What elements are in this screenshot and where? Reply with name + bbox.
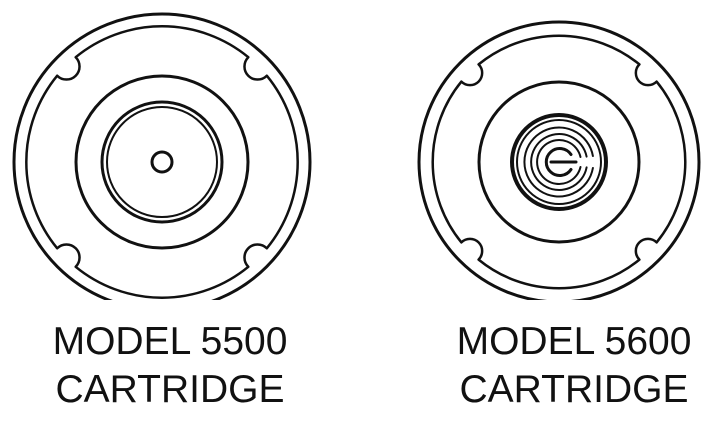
cartridge-5500-type-label: CARTRIDGE: [55, 368, 285, 411]
cartridge-5600-spiral-groove-3: [536, 139, 582, 185]
cartridge-5500-hub-ring: [74, 74, 250, 250]
cartridge-5500-caption: MODEL 5500 CARTRIDGE: [20, 318, 320, 414]
cartridge-5600-hub-ring: [477, 80, 641, 244]
cartridge-5500-outer-rim: [12, 12, 312, 300]
cartridge-5600-spiral-groove-1: [523, 126, 594, 198]
cartridge-5600-spiral-ring-2: [516, 119, 602, 205]
cartridge-5600-outer-rim: [417, 20, 701, 300]
cartridge-5500-inner-ring-outer: [100, 100, 224, 224]
cartridge-5600-notched-ring: [431, 34, 687, 290]
cartridge-5600-spiral-groove-2: [530, 133, 588, 191]
cartridge-5600-drawing: [417, 20, 701, 300]
cartridge-5600-caption: MODEL 5600 CARTRIDGE: [424, 318, 717, 414]
cartridge-5600-model-label: MODEL 5600: [456, 320, 692, 363]
cartridge-5500-drawing: [12, 12, 312, 300]
cartridge-5600-type-label: CARTRIDGE: [459, 368, 689, 411]
cartridge-5500-inner-ring-inner: [106, 106, 218, 218]
cartridge-5500-notched-ring: [25, 25, 299, 299]
cartridge-5500-center-hole: [150, 150, 174, 174]
cartridge-5600-spiral-ring-1: [510, 113, 608, 211]
cartridge-5500-model-label: MODEL 5500: [52, 320, 288, 363]
cartridge-5600-logo-icon: [544, 147, 578, 177]
cartridge-drawings: [12, 12, 701, 300]
